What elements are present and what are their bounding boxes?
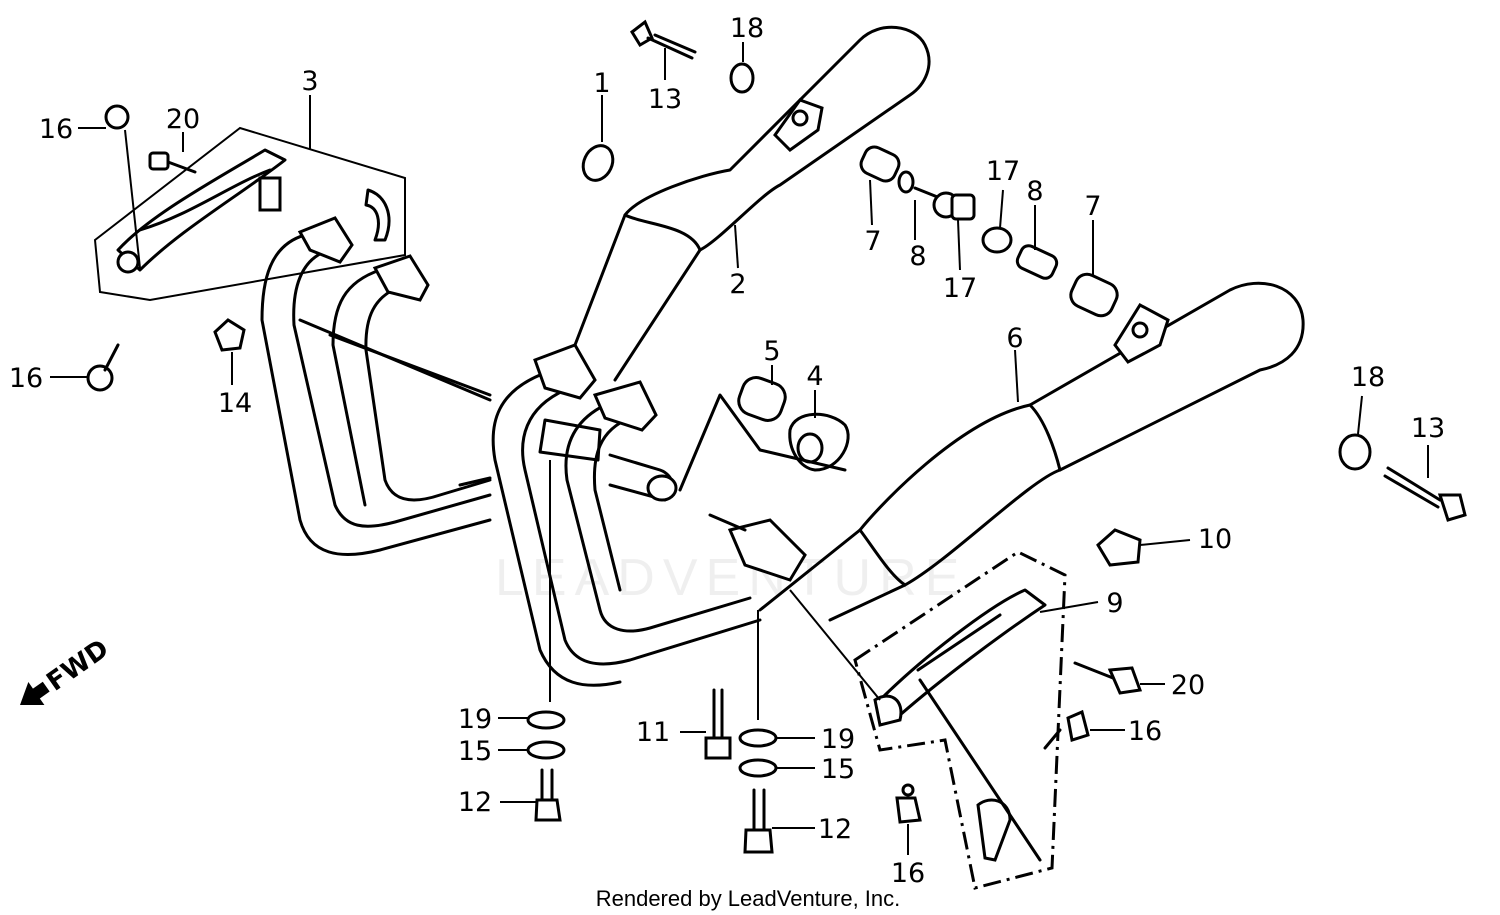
- callout-18: 18: [730, 13, 764, 44]
- callout-2: 2: [729, 269, 746, 300]
- exhaust-pipes-left: [260, 216, 492, 557]
- heat-shield-right: [853, 550, 1067, 890]
- callout-11: 11: [636, 717, 670, 748]
- fasteners: [86, 19, 1467, 854]
- leader-lines: [50, 42, 1429, 855]
- callout-8: 8: [909, 241, 926, 272]
- callout-12: 12: [458, 787, 492, 818]
- callout-5: 5: [763, 336, 780, 367]
- callout-13: 13: [648, 84, 682, 115]
- callout-1: 1: [593, 68, 610, 99]
- callout-17: 17: [986, 156, 1020, 187]
- callout-16: 16: [1128, 716, 1162, 747]
- callout-7: 7: [864, 226, 881, 257]
- callout-18: 18: [1351, 362, 1385, 393]
- mount-hardware: [678, 145, 1119, 532]
- callout-10: 10: [1198, 524, 1232, 555]
- callout-labels: 1 2 3 4 5 6 7 7 8 8 9 10 11 12 12 13 13 …: [9, 13, 1445, 889]
- callout-3: 3: [301, 66, 318, 97]
- callout-15: 15: [458, 736, 492, 767]
- footer-credit: Rendered by LeadVenture, Inc.: [596, 886, 901, 911]
- muffler-lower: [727, 281, 1305, 622]
- callout-8: 8: [1026, 176, 1043, 207]
- muffler-upper: [573, 25, 931, 382]
- callout-16: 16: [9, 363, 43, 394]
- callout-19: 19: [458, 704, 492, 735]
- callout-19: 19: [821, 724, 855, 755]
- callout-4: 4: [806, 361, 823, 392]
- forward-arrow-icon: [20, 681, 50, 705]
- callout-16: 16: [39, 114, 73, 145]
- exhaust-pipes-center: [491, 343, 762, 687]
- callout-13: 13: [1411, 413, 1445, 444]
- callout-12: 12: [818, 814, 852, 845]
- callout-7: 7: [1084, 191, 1101, 222]
- callout-17: 17: [943, 273, 977, 304]
- callout-20: 20: [1171, 670, 1205, 701]
- callout-6: 6: [1006, 323, 1023, 354]
- forward-direction-indicator: FWD: [20, 634, 114, 705]
- callout-16: 16: [891, 858, 925, 889]
- callout-14: 14: [218, 388, 252, 419]
- fwd-label: FWD: [41, 634, 114, 698]
- heat-shield-left: [93, 126, 406, 302]
- callout-15: 15: [821, 754, 855, 785]
- callout-20: 20: [166, 104, 200, 135]
- callout-9: 9: [1106, 588, 1123, 619]
